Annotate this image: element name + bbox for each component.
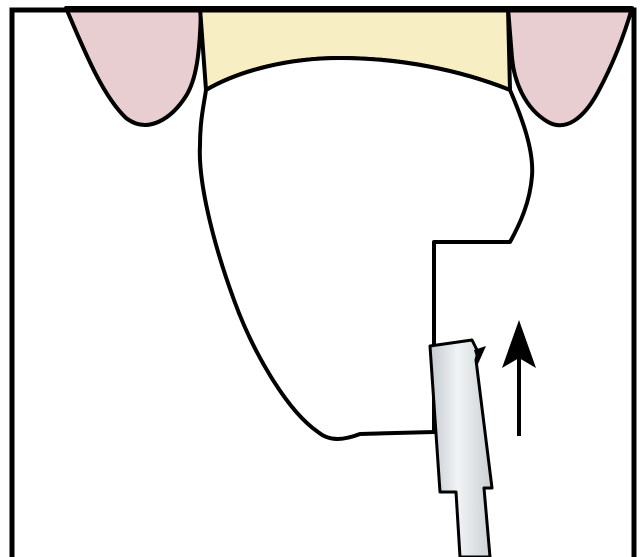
dental-diagram xyxy=(0,0,640,557)
